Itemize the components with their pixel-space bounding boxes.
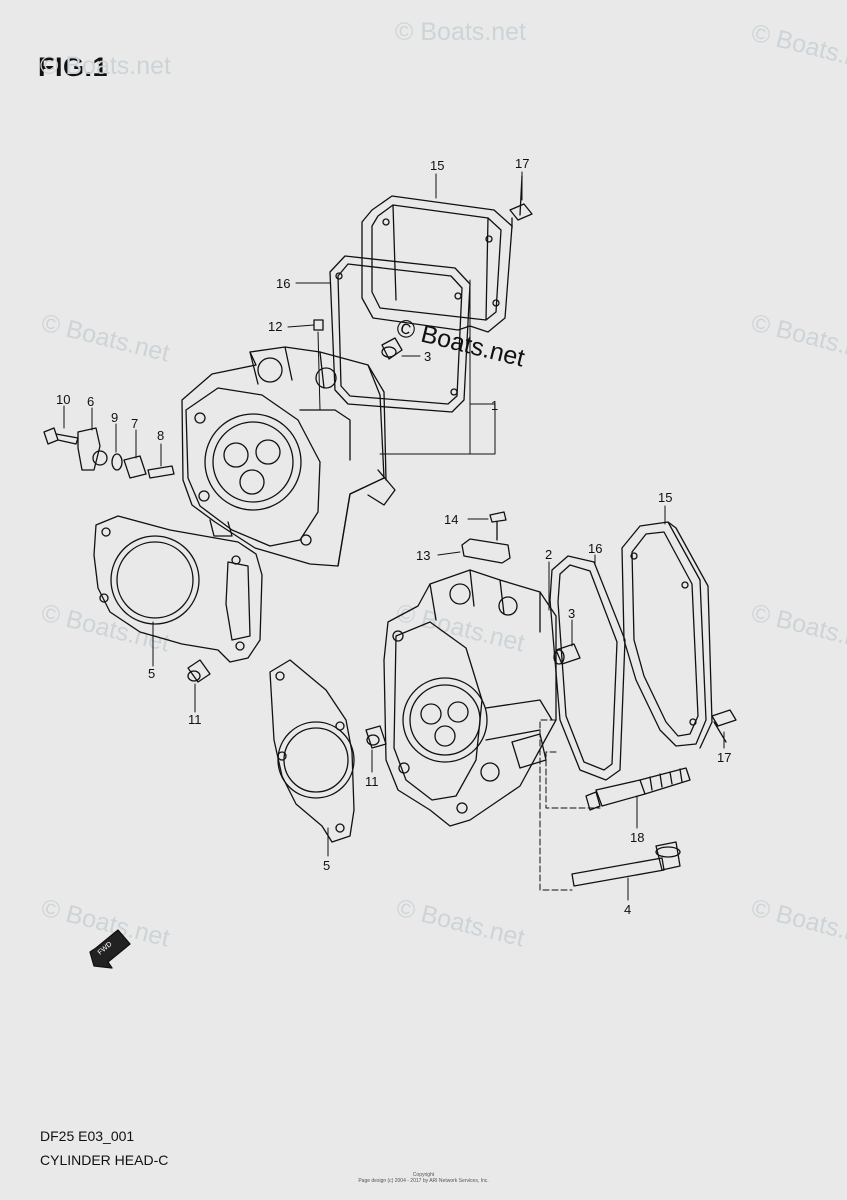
- bolt-4: [571, 841, 681, 887]
- leader-lines: [63, 171, 725, 901]
- diagram-code: DF25 E03_001: [40, 1128, 135, 1144]
- callout-5-lower: 5: [323, 858, 330, 873]
- callout-4: 4: [624, 902, 631, 917]
- callout-3-lower: 3: [568, 606, 575, 621]
- sensor-6: [77, 427, 101, 471]
- callout-5-upper: 5: [148, 666, 155, 681]
- copyright-title: Copyright: [412, 1172, 435, 1178]
- figure-label: FIG.1: [38, 52, 109, 82]
- head-gasket-5-lower: [269, 659, 355, 843]
- callout-8: 8: [157, 428, 164, 443]
- callout-9: 9: [111, 410, 118, 425]
- bolt-10: [43, 427, 79, 445]
- fwd-badge-shape: [89, 929, 131, 969]
- callout-11-lower: 11: [365, 774, 379, 789]
- callout-2: 2: [545, 547, 552, 562]
- watermark-text: © Boats.net: [39, 309, 173, 368]
- gasket-16-upper: [329, 255, 471, 413]
- watermark-text: © Boats.net: [39, 599, 173, 658]
- watermark-text: © Boats.net: [395, 18, 526, 46]
- callout-12: 12: [268, 319, 282, 334]
- watermark-text: © Boats.net: [749, 19, 847, 78]
- cylinder-head-lower: [383, 569, 557, 827]
- dowel-pin-11-upper: [187, 659, 211, 683]
- collar-7: [123, 455, 147, 479]
- watermark-text: © Boats.net: [394, 894, 528, 953]
- callout-16-lower: 16: [588, 541, 602, 556]
- dowel-pin-3-lower: [555, 643, 581, 665]
- callout-16-upper: 16: [276, 276, 290, 291]
- watermark-text: © Boats.net: [40, 52, 171, 80]
- bolt-17-upper: [509, 175, 533, 229]
- plate-13: [461, 538, 511, 564]
- watermark-text: © Boats.net: [749, 599, 847, 658]
- callout-3-upper: 3: [424, 349, 431, 364]
- callout-14: 14: [444, 512, 458, 527]
- cylinder-head-upper: [181, 346, 396, 567]
- callout-15-upper: 15: [430, 158, 444, 173]
- callout-7: 7: [131, 416, 138, 431]
- head-cover-15-upper: [361, 195, 513, 333]
- plug-12: [313, 319, 324, 331]
- screw-8: [147, 465, 175, 479]
- callout-10: 10: [56, 392, 70, 407]
- callout-17-lower: 17: [717, 750, 731, 765]
- watermark-text: © Boats.net: [749, 309, 847, 368]
- dowel-pin-3-upper: [381, 337, 403, 360]
- screw-14: [489, 511, 507, 541]
- gasket-16-lower: [549, 555, 626, 781]
- o-ring-9: [111, 453, 123, 471]
- callout-numbers: 15 17 16 12 3 1 10 6 9 7 8 5 11 14 13 2 …: [56, 156, 731, 917]
- callout-6: 6: [87, 394, 94, 409]
- head-cover-15-lower: [621, 521, 713, 749]
- watermark-text: © Boats.net: [749, 894, 847, 953]
- callout-1: 1: [491, 398, 498, 413]
- spark-plug-18: [585, 767, 691, 811]
- callout-17-upper: 17: [515, 156, 529, 171]
- copyright-line: Page design (c) 2004 - 2017 by ARI Netwo…: [358, 1178, 489, 1184]
- dowel-pin-11-lower: [365, 725, 387, 749]
- callout-15-lower: 15: [658, 490, 672, 505]
- callout-11-upper: 11: [188, 712, 202, 727]
- callout-18: 18: [630, 830, 644, 845]
- callout-13: 13: [416, 548, 430, 563]
- head-gasket-5-upper: [93, 515, 263, 663]
- diagram-name: CYLINDER HEAD-C: [40, 1152, 169, 1168]
